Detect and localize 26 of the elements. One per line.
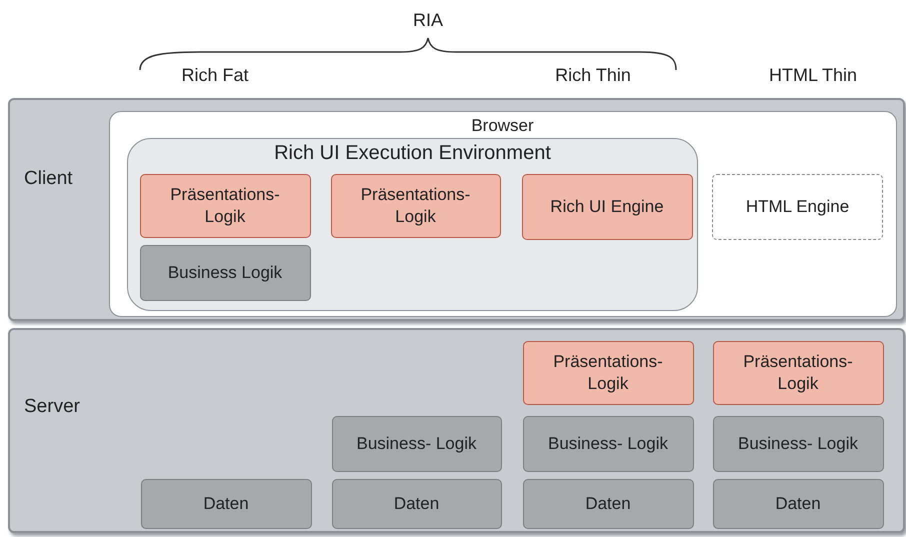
component-box: Daten: [712, 478, 884, 528]
column-label: Rich Thin: [555, 65, 631, 86]
panel-title: Browser: [471, 116, 534, 136]
component-box: Business Logik: [140, 244, 310, 300]
group-label: RIA: [413, 10, 443, 31]
component-box: Präsentations- Logik: [140, 174, 310, 238]
tier-band: [8, 98, 905, 321]
panel-title: Rich UI Execution Environment: [274, 142, 551, 165]
column-label: Rich Fat: [181, 65, 249, 86]
component-box: Präsentations- Logik: [522, 340, 694, 404]
browser-panel: [108, 110, 896, 316]
tier-label: Server: [24, 396, 80, 418]
component-box: Business- Logik: [712, 416, 884, 472]
component-box: Rich UI Engine: [522, 174, 692, 240]
column-label: HTML Thin: [768, 65, 858, 86]
component-box: Business- Logik: [332, 416, 502, 472]
component-box: HTML Engine: [712, 174, 883, 240]
tier-band: [8, 328, 905, 533]
component-box: Daten: [332, 478, 502, 528]
component-box: Business- Logik: [522, 416, 694, 472]
component-box: Daten: [522, 478, 694, 528]
tier-label: Client: [24, 168, 73, 190]
component-box: Präsentations- Logik: [330, 174, 500, 238]
runtime-panel: [127, 138, 698, 311]
component-box: Daten: [140, 478, 312, 528]
component-box: Präsentations- Logik: [712, 340, 884, 404]
